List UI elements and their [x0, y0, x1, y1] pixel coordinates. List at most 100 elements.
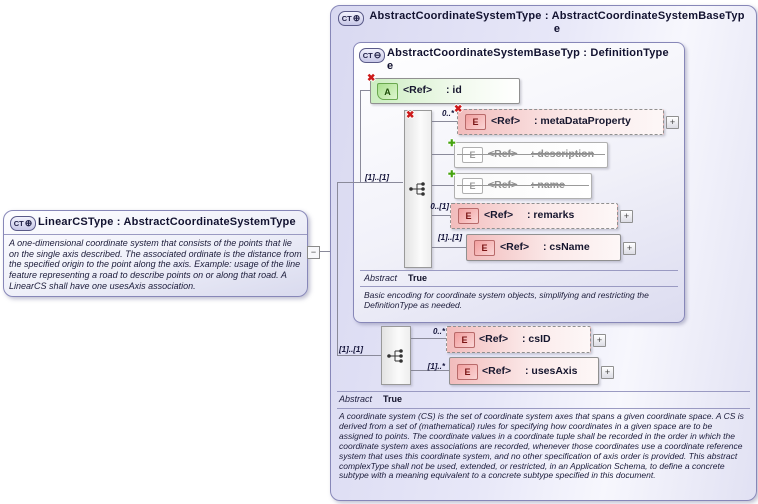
outer-box-title: AbstractCoordinateSystemType : AbstractC… — [367, 10, 747, 35]
element-csid-row[interactable]: E <Ref> : csID + — [446, 326, 606, 353]
branch-line — [337, 182, 403, 183]
outer-title-line2: e — [553, 22, 561, 35]
expand-button[interactable]: + — [620, 210, 633, 223]
outer-title-line1: AbstractCoordinateSystemType : AbstractC… — [369, 10, 745, 22]
added-icon: ✚ — [448, 138, 456, 148]
abstractcoordinatesystembasetype-box[interactable]: CT⊖ AbstractCoordinateSystemBaseTyp : De… — [353, 42, 685, 323]
ct-plus-symbol: ⊕ — [24, 218, 33, 228]
attribute-type: : id — [446, 84, 462, 96]
inner-title-line2: e — [387, 59, 394, 72]
element-type: : usesAxis — [525, 365, 578, 377]
expand-button[interactable]: + — [666, 116, 679, 129]
prohibited-icon: ✖ — [406, 110, 415, 121]
expand-button[interactable]: + — [593, 334, 606, 347]
element-icon: E — [462, 178, 483, 194]
element-name: <Ref> — [484, 209, 514, 221]
inner-trunk-line — [360, 90, 361, 183]
attribute-branch-line — [360, 90, 370, 91]
facet-separator — [360, 286, 678, 287]
cardinality-label: 0..[1] — [430, 202, 449, 211]
element-letter: E — [469, 181, 476, 191]
outer-box-annotation: A coordinate system (CS) is the set of c… — [339, 411, 744, 481]
cardinality-label: 0..* — [441, 109, 454, 118]
abstract-label: Abstract — [339, 394, 373, 404]
linearcstype-box[interactable]: CT⊕ LinearCSType : AbstractCoordinateSys… — [3, 210, 308, 297]
element-letter: E — [461, 335, 468, 345]
collapse-icon: − — [310, 247, 317, 257]
branch-line — [430, 121, 457, 122]
outer-trunk-line — [337, 182, 338, 355]
attribute-name: <Ref> — [403, 84, 433, 96]
title-separator — [4, 234, 307, 235]
prohibited-icon: ✖ — [367, 73, 376, 84]
element-description-row[interactable]: ✚ E <Ref> : description — [448, 139, 608, 168]
ct-label: CT — [13, 219, 24, 228]
plus-icon: + — [596, 335, 603, 345]
element-type: : csName — [543, 241, 590, 253]
plus-icon: + — [626, 243, 633, 253]
branch-line — [337, 355, 381, 356]
element-icon: E — [454, 332, 475, 348]
complex-type-icon: CT⊕ — [10, 216, 36, 231]
branch-line — [430, 154, 454, 155]
collapse-toggle[interactable]: − — [307, 246, 320, 259]
complex-type-icon: CT⊕ — [338, 11, 364, 26]
element-icon: E — [465, 114, 486, 130]
branch-line — [430, 215, 450, 216]
element-letter: E — [481, 243, 488, 253]
connector-line — [318, 251, 330, 252]
linearcstype-title: LinearCSType : AbstractCoordinateSystemT… — [38, 216, 296, 228]
abstract-label: Abstract — [364, 273, 398, 283]
abstract-value: True — [408, 273, 428, 283]
element-name: <Ref> — [482, 365, 512, 377]
sequence-icon — [409, 182, 425, 196]
element-name: <Ref> — [479, 333, 509, 345]
attribute-id-row[interactable]: ✖ A <Ref> : id — [367, 74, 520, 104]
branch-line — [409, 338, 446, 339]
inner-box-title: AbstractCoordinateSystemBaseTyp : Defini… — [387, 47, 679, 72]
element-letter: E — [465, 211, 472, 221]
sequence-icon — [387, 349, 403, 363]
sequence-compositor[interactable]: ✖ — [404, 110, 432, 268]
ct-label: CT — [362, 51, 373, 60]
branch-line — [430, 247, 466, 248]
element-name-row[interactable]: ✚ E <Ref> : name — [448, 170, 592, 199]
expand-button[interactable]: + — [601, 366, 614, 379]
ct-minus-symbol: ⊖ — [373, 50, 382, 60]
abstract-value: True — [383, 394, 403, 404]
cardinality-label: [1]..[1] — [438, 233, 462, 242]
sequence-compositor[interactable] — [381, 326, 411, 385]
linearcstype-annotation: A one-dimensional coordinate system that… — [9, 238, 302, 291]
element-type: : csID — [522, 333, 551, 345]
element-type: : remarks — [527, 209, 575, 221]
cardinality-label: [1]..[1] — [339, 345, 363, 354]
element-icon: E — [457, 364, 478, 380]
element-usesaxis-row[interactable]: E <Ref> : usesAxis + — [449, 357, 614, 385]
element-icon: E — [462, 147, 483, 163]
plus-icon: + — [604, 367, 611, 377]
facet-separator — [337, 408, 750, 409]
facet-separator — [337, 391, 750, 392]
branch-line — [430, 185, 454, 186]
element-csname-row[interactable]: E <Ref> : csName + — [466, 234, 636, 261]
strikethrough-line — [457, 185, 589, 186]
prohibited-icon: ✖ — [454, 104, 463, 115]
branch-line — [409, 370, 449, 371]
element-type: : metaDataProperty — [534, 115, 631, 127]
expand-button[interactable]: + — [623, 242, 636, 255]
added-icon: ✚ — [448, 169, 456, 179]
cardinality-label: [1]..[1] — [365, 173, 389, 182]
attribute-letter: A — [384, 86, 391, 97]
inner-box-annotation: Basic encoding for coordinate system obj… — [364, 290, 649, 310]
abstractcoordinatesystemtype-box[interactable]: CT⊕ AbstractCoordinateSystemType : Abstr… — [330, 5, 757, 501]
element-name: <Ref> — [491, 115, 521, 127]
element-metadataproperty-row[interactable]: ✖ E <Ref> : metaDataProperty + — [454, 105, 679, 135]
plus-icon: + — [623, 211, 630, 221]
facet-separator — [360, 270, 678, 271]
element-remarks-row[interactable]: E <Ref> : remarks + — [450, 203, 633, 229]
ct-plus-symbol: ⊕ — [352, 13, 361, 23]
element-icon: E — [458, 208, 479, 224]
cardinality-label: 0..* — [432, 327, 445, 336]
attribute-icon: A — [377, 83, 398, 100]
